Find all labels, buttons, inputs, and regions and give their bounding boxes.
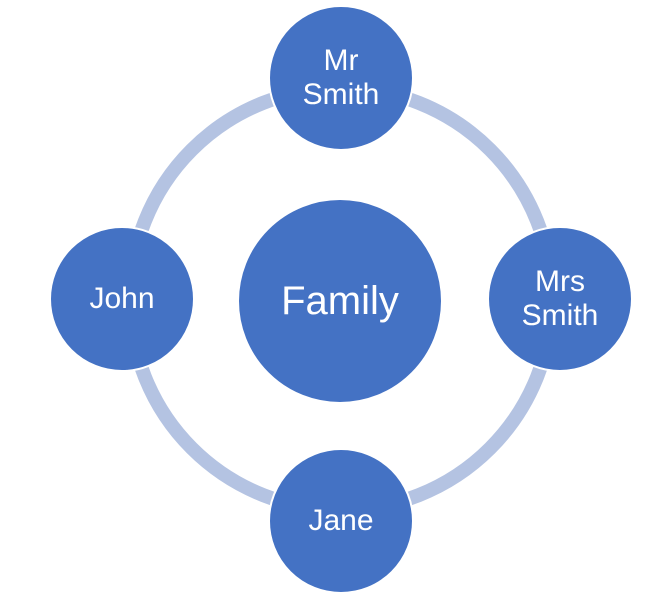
node-jane: Jane xyxy=(268,448,414,594)
node-mrs-smith: Mrs Smith xyxy=(487,226,633,372)
node-mr-smith: Mr Smith xyxy=(268,5,414,151)
node-john: John xyxy=(49,226,195,372)
center-node-family: Family xyxy=(237,198,443,404)
node-label: Mrs Smith xyxy=(521,264,599,333)
node-label: Mr Smith xyxy=(302,43,380,112)
node-label: John xyxy=(89,281,155,315)
node-label: Jane xyxy=(308,503,374,537)
center-node-label: Family xyxy=(281,279,399,323)
